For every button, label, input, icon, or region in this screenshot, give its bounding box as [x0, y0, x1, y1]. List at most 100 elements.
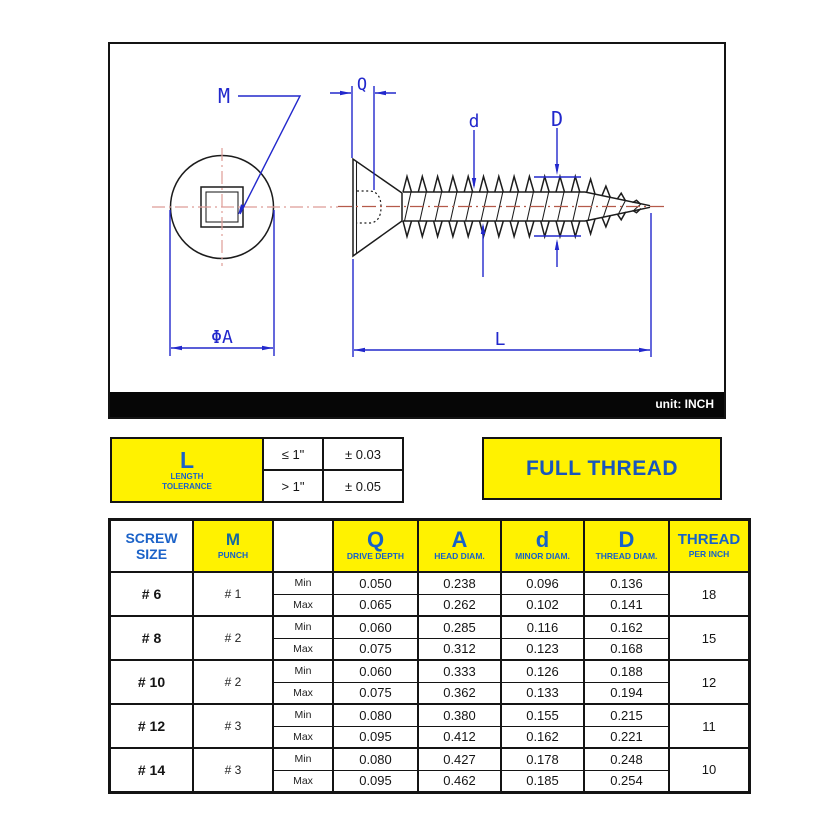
- screw-side-view: [352, 157, 651, 258]
- header-punch-symbol: M: [225, 530, 241, 550]
- hidden-recess: [357, 190, 382, 224]
- header-thread-line1: THREAD: [677, 531, 741, 549]
- header-screw-size: SCREW SIZE: [108, 518, 194, 573]
- technical-drawing-panel: M Q d D L ΦA unit: INCH: [108, 42, 726, 419]
- header-d-label: MINOR DIAM.: [515, 551, 570, 562]
- tpi-cell: 12: [668, 659, 751, 705]
- q-dimension-lines: [330, 86, 396, 190]
- dimension-arrowhead: [171, 345, 182, 351]
- value-cell: 0.185: [500, 769, 585, 793]
- table-row: # 6 # 1 Min 0.050 0.238 0.096 0.136 18: [108, 571, 751, 617]
- dim-label-phi-a: ΦA: [211, 327, 233, 348]
- value-cell: 0.194: [583, 681, 670, 705]
- tpi-cell: 18: [668, 571, 751, 617]
- dimension-arrowhead: [639, 347, 650, 353]
- header-screw-line2: SIZE: [135, 546, 168, 562]
- value-cell: 0.060: [332, 659, 419, 683]
- value-cell: 0.116: [500, 615, 585, 639]
- value-cell: 0.188: [583, 659, 670, 683]
- max-label: Max: [272, 593, 334, 617]
- punch-cell: # 3: [192, 747, 274, 793]
- tolerance-value: ± 0.05: [322, 469, 404, 503]
- dim-label-q: Q: [357, 75, 367, 95]
- screw-size-cell: # 8: [108, 615, 194, 661]
- dimension-arrowhead: [554, 164, 560, 175]
- value-cell: 0.141: [583, 593, 670, 617]
- table-row: # 12 # 3 Min 0.080 0.380 0.155 0.215 11: [108, 703, 751, 749]
- min-label: Min: [272, 659, 334, 683]
- value-cell: 0.075: [332, 681, 419, 705]
- tolerance-name-line1: LENGTH: [170, 472, 204, 482]
- value-cell: 0.080: [332, 747, 419, 771]
- value-cell: 0.333: [417, 659, 502, 683]
- value-cell: 0.178: [500, 747, 585, 771]
- punch-cell: # 2: [192, 659, 274, 705]
- punch-cell: # 1: [192, 571, 274, 617]
- tolerance-symbol: L: [179, 446, 195, 473]
- table-row: Max 0.095 0.462 0.185 0.254: [110, 769, 750, 793]
- dimension-arrowhead: [480, 223, 486, 234]
- d-thread-dimension-lines: [534, 128, 581, 267]
- screw-size-cell: # 14: [108, 747, 194, 793]
- table-row: # 14 # 3 Min 0.080 0.427 0.178 0.248 10: [108, 747, 751, 793]
- value-cell: 0.102: [500, 593, 585, 617]
- countersunk-head: [352, 157, 403, 258]
- dimension-arrowhead: [262, 345, 273, 351]
- length-tolerance-table: L LENGTH TOLERANCE ≤ 1" ± 0.03 > 1" ± 0.…: [110, 437, 404, 503]
- value-cell: 0.427: [417, 747, 502, 771]
- tolerance-symbol-cell: L LENGTH TOLERANCE: [110, 437, 264, 503]
- max-label: Max: [272, 725, 334, 749]
- unit-bar: unit: INCH: [110, 392, 724, 417]
- screw-drawing: M Q d D L ΦA: [152, 75, 668, 357]
- max-label: Max: [272, 769, 334, 793]
- front-centerlines: [152, 148, 338, 266]
- punch-cell: # 2: [192, 615, 274, 661]
- dim-label-l: L: [495, 329, 506, 350]
- value-cell: 0.126: [500, 659, 585, 683]
- value-cell: 0.254: [583, 769, 670, 793]
- spec-table: SCREW SIZE M PUNCH Q DRIVE DEPTH A HEAD …: [108, 518, 751, 794]
- value-cell: 0.162: [583, 615, 670, 639]
- value-cell: 0.123: [500, 637, 585, 661]
- dim-label-d-thread: D: [551, 107, 563, 131]
- value-cell: 0.075: [332, 637, 419, 661]
- value-cell: 0.221: [583, 725, 670, 749]
- header-q-symbol: Q: [366, 527, 385, 553]
- table-row: # 8 # 2 Min 0.060 0.285 0.116 0.162 15: [108, 615, 751, 661]
- tpi-cell: 10: [668, 747, 751, 793]
- header-thread-per-inch: THREAD PER INCH: [668, 518, 751, 573]
- value-cell: 0.412: [417, 725, 502, 749]
- header-dd-label: THREAD DIAM.: [595, 551, 658, 562]
- table-row: Max 0.075 0.312 0.123 0.168: [110, 637, 750, 661]
- value-cell: 0.462: [417, 769, 502, 793]
- value-cell: 0.060: [332, 615, 419, 639]
- header-thread-line2: PER INCH: [688, 548, 730, 559]
- punch-cell: # 3: [192, 703, 274, 749]
- dimension-arrowhead: [340, 90, 351, 96]
- header-d-symbol: d: [535, 527, 550, 553]
- value-cell: 0.065: [332, 593, 419, 617]
- value-cell: 0.168: [583, 637, 670, 661]
- table-row: Max 0.075 0.362 0.133 0.194: [110, 681, 750, 705]
- header-screw-line1: SCREW: [125, 529, 178, 546]
- min-label: Min: [272, 747, 334, 771]
- tolerance-condition: ≤ 1": [262, 437, 324, 471]
- value-cell: 0.285: [417, 615, 502, 639]
- value-cell: 0.238: [417, 571, 502, 595]
- table-row: # 10 # 2 Min 0.060 0.333 0.126 0.188 12: [108, 659, 751, 705]
- full-thread-banner: FULL THREAD: [482, 437, 722, 500]
- tolerance-value: ± 0.03: [322, 437, 404, 471]
- value-cell: 0.050: [332, 571, 419, 595]
- table-row: Max 0.065 0.262 0.102 0.141: [110, 593, 750, 617]
- dim-label-d-minor: d: [469, 111, 480, 132]
- value-cell: 0.312: [417, 637, 502, 661]
- value-cell: 0.162: [500, 725, 585, 749]
- dimension-arrowhead: [471, 178, 477, 189]
- min-label: Min: [272, 703, 334, 727]
- value-cell: 0.080: [332, 703, 419, 727]
- screw-size-cell: # 10: [108, 659, 194, 705]
- dimension-arrowhead: [375, 90, 386, 96]
- header-drive-depth: Q DRIVE DEPTH: [332, 518, 419, 573]
- value-cell: 0.215: [583, 703, 670, 727]
